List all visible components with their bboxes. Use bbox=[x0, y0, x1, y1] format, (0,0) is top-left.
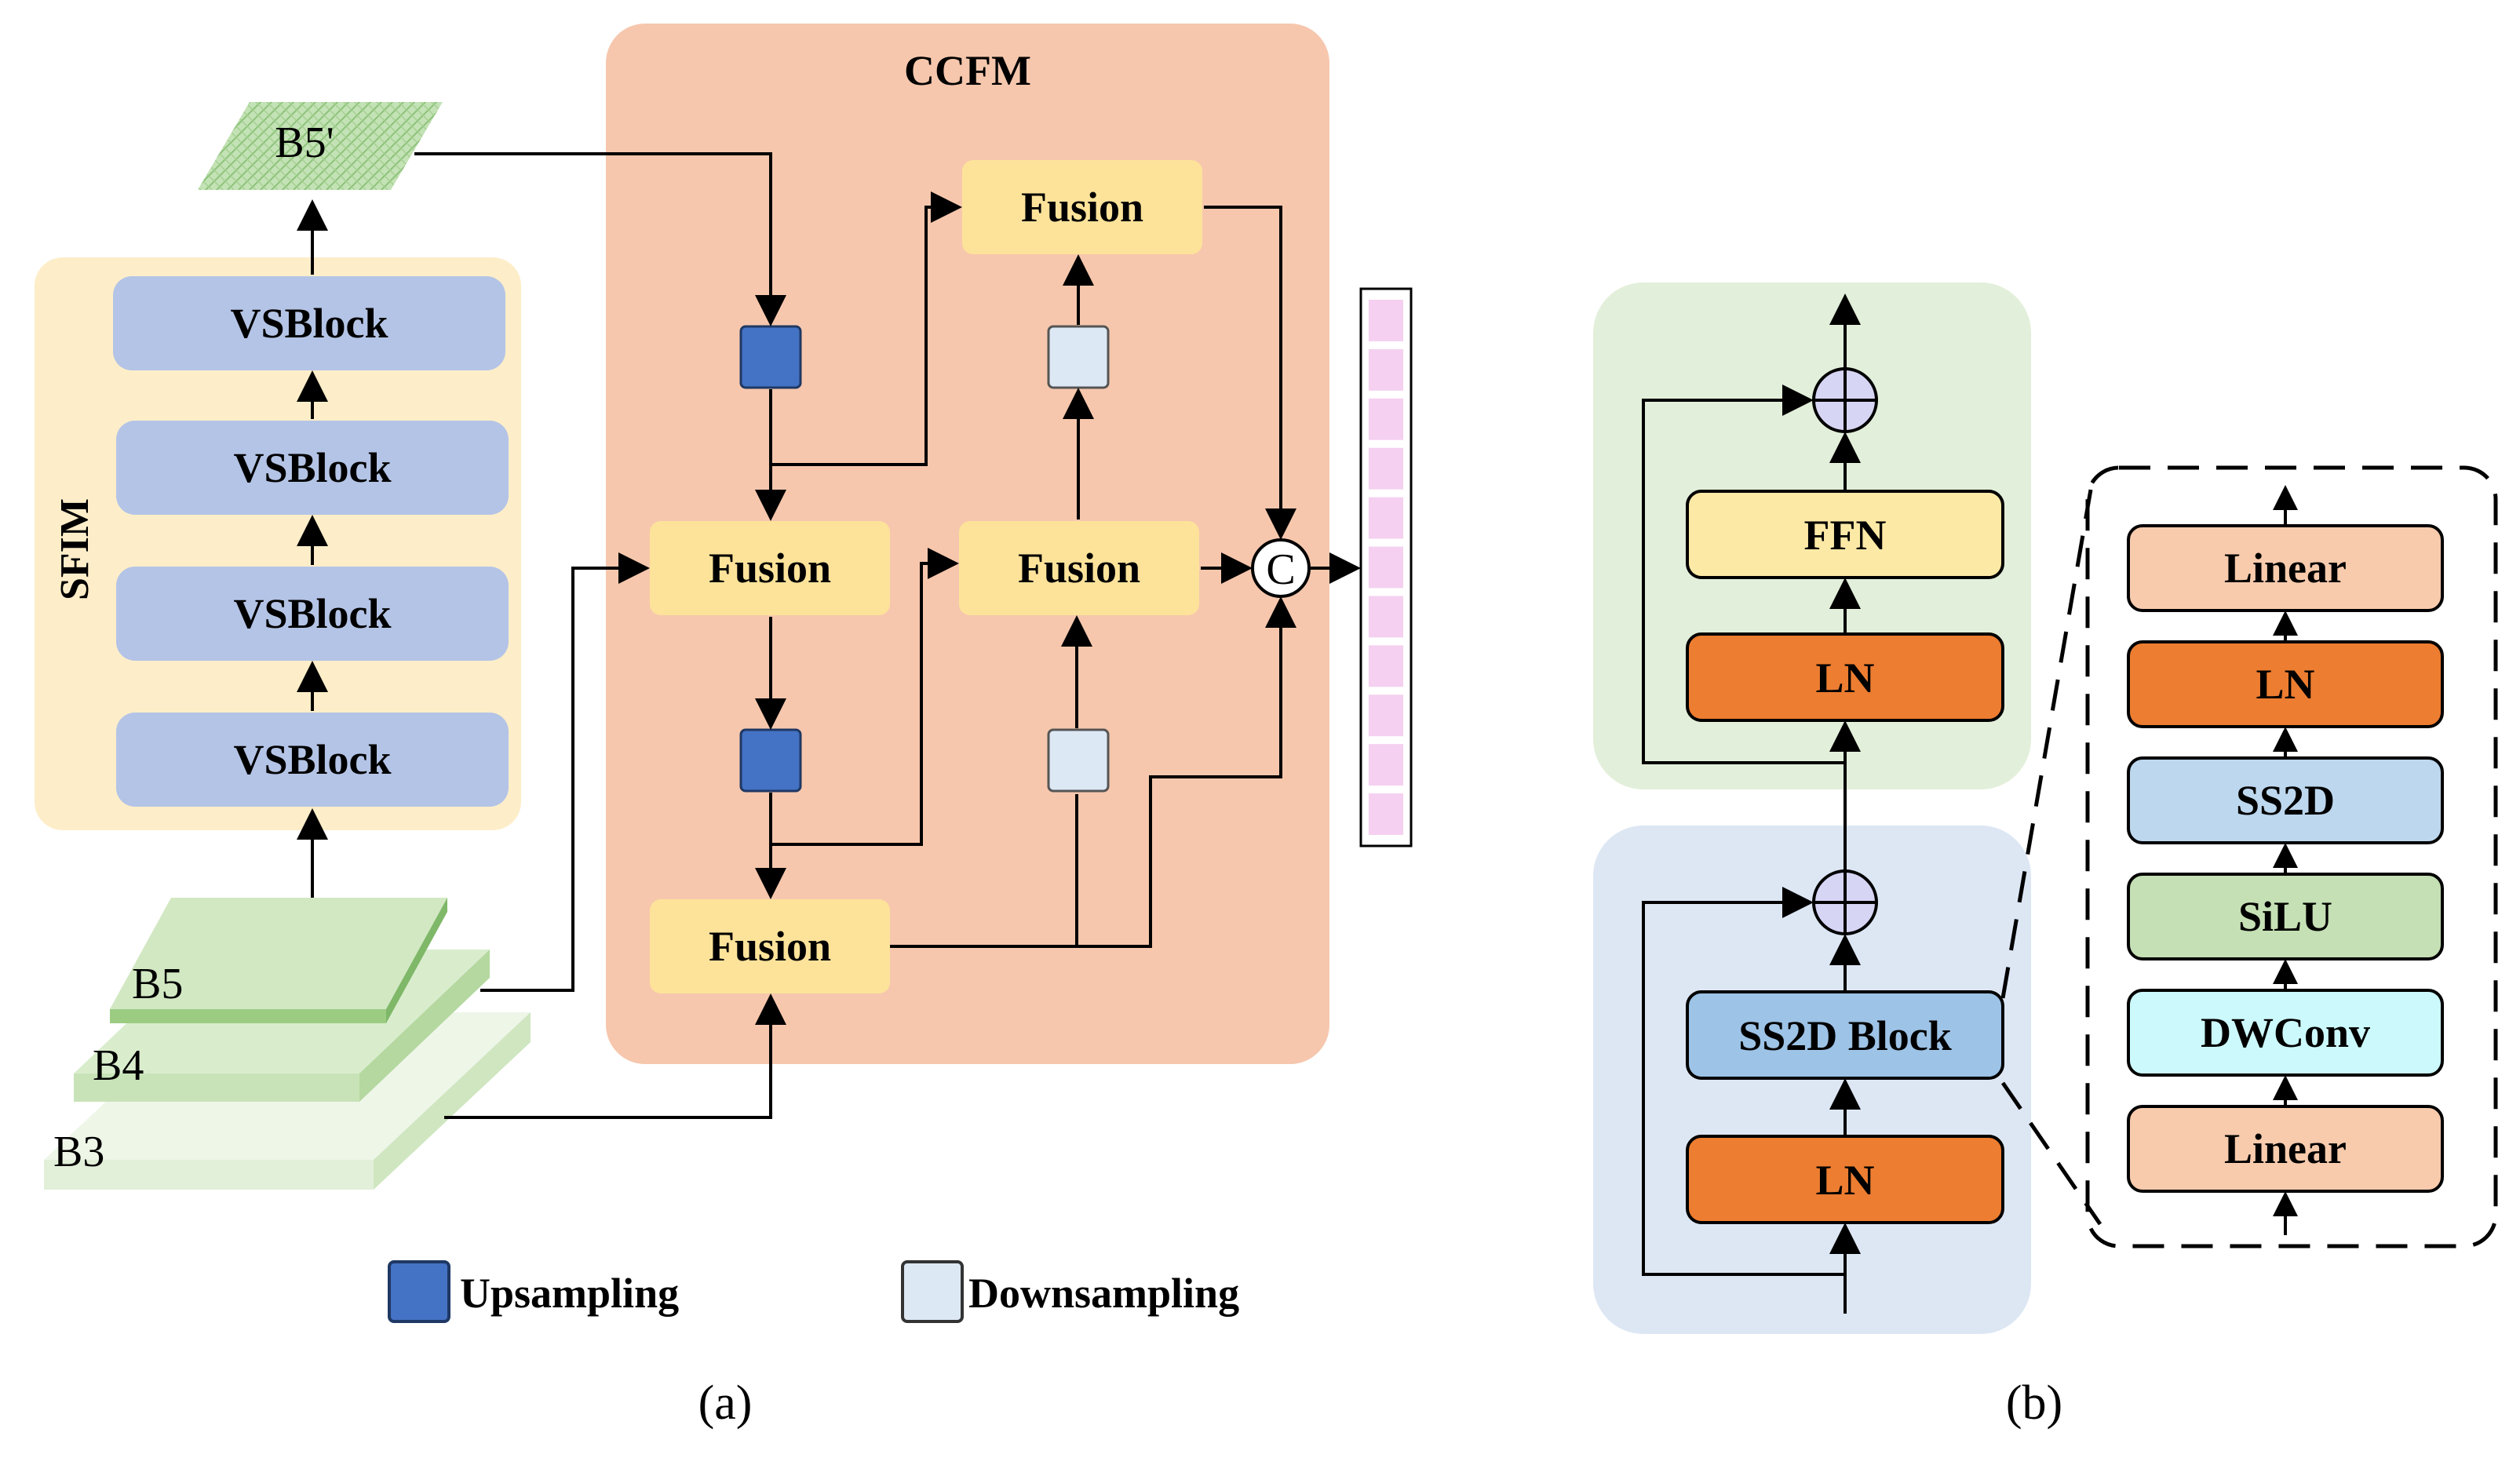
vsblock-1: VSBlock bbox=[116, 713, 509, 807]
concat-symbol: C bbox=[1266, 545, 1295, 594]
detail-ss2d: SS2D bbox=[2127, 756, 2444, 844]
b5-prime-label: B5' bbox=[275, 118, 334, 167]
legend-downsampling-swatch bbox=[901, 1260, 964, 1323]
detail-silu: SiLU bbox=[2127, 873, 2444, 960]
downsample-block-top bbox=[1047, 325, 1110, 389]
feature-cell bbox=[1369, 546, 1403, 589]
ss2d-block-label: SS2D Block bbox=[1738, 1012, 1952, 1059]
sfim-title: SFIM bbox=[53, 498, 97, 600]
b5-feature: B5 bbox=[110, 898, 447, 1023]
vsblock-label: VSBlock bbox=[233, 590, 391, 637]
feature-cell bbox=[1369, 447, 1403, 490]
add-node-top bbox=[1812, 367, 1878, 433]
upsample-block-bottom bbox=[739, 728, 802, 793]
b4-label: B4 bbox=[93, 1041, 144, 1090]
feature-cell bbox=[1369, 744, 1403, 786]
caption-a: (a) bbox=[698, 1376, 753, 1430]
detail-label: SiLU bbox=[2238, 893, 2332, 940]
detail-dwconv: DWConv bbox=[2127, 989, 2444, 1077]
vsblock-4: VSBlock bbox=[113, 276, 505, 370]
feature-cell bbox=[1369, 694, 1403, 737]
legend-upsampling-label: Upsampling bbox=[460, 1270, 679, 1317]
feature-cell bbox=[1369, 596, 1403, 638]
ffn-label: FFN bbox=[1804, 512, 1887, 559]
ln-bottom-label: LN bbox=[1815, 1157, 1874, 1204]
fusion-label: Fusion bbox=[1018, 545, 1140, 592]
feature-cell bbox=[1369, 398, 1403, 440]
output-feature-cells bbox=[1369, 300, 1403, 835]
fusion-label: Fusion bbox=[709, 545, 831, 592]
panel-a: CCFM SFIM VSBlock VSBlock VSBlock VSBloc… bbox=[35, 24, 1413, 1430]
ln-top-block: LN bbox=[1686, 632, 2004, 722]
detail-linear-bottom: Linear bbox=[2127, 1105, 2444, 1193]
fusion-label: Fusion bbox=[709, 923, 831, 970]
detail-linear-top: Linear bbox=[2127, 524, 2444, 612]
vsblock-label: VSBlock bbox=[233, 736, 391, 783]
legend-downsampling-label: Downsampling bbox=[968, 1270, 1239, 1317]
vsblock-3: VSBlock bbox=[116, 421, 509, 515]
b3-label: B3 bbox=[53, 1128, 104, 1176]
feature-cell bbox=[1369, 348, 1403, 391]
sfim-region bbox=[35, 257, 521, 830]
fusion-top: Fusion bbox=[962, 160, 1202, 254]
upsample-block-top bbox=[739, 325, 802, 389]
vsblock-label: VSBlock bbox=[233, 444, 391, 491]
vsblock-2: VSBlock bbox=[116, 567, 509, 661]
fusion-middle-left: Fusion bbox=[650, 521, 890, 615]
block-arrows bbox=[1642, 293, 1861, 1314]
b5-label: B5 bbox=[132, 960, 183, 1008]
ln-bottom-block: LN bbox=[1686, 1135, 2004, 1224]
feature-cell bbox=[1369, 497, 1403, 539]
detail-label: DWConv bbox=[2201, 1009, 2370, 1056]
detail-label: SS2D bbox=[2236, 777, 2335, 824]
detail-label: LN bbox=[2256, 661, 2314, 708]
ccfm-arrows bbox=[414, 152, 1361, 1119]
caption-b: (b) bbox=[2006, 1376, 2062, 1430]
feature-cell bbox=[1369, 793, 1403, 835]
add-node-bottom bbox=[1812, 869, 1878, 935]
ss2d-block: SS2D Block bbox=[1686, 990, 2004, 1080]
ss2d-detail-panel: Linear LN SS2D SiLU DWConv Linear bbox=[2000, 465, 2498, 1248]
feature-cell bbox=[1369, 300, 1403, 341]
legend-upsampling-swatch bbox=[388, 1260, 450, 1323]
legend: Upsampling Downsampling bbox=[388, 1260, 1239, 1323]
ffn-block: FFN bbox=[1686, 490, 2004, 579]
vsblock-label: VSBlock bbox=[230, 300, 388, 347]
concat-node: C bbox=[1251, 538, 1311, 598]
detail-label: Linear bbox=[2224, 1125, 2347, 1172]
feature-cell bbox=[1369, 645, 1403, 687]
detail-label: Linear bbox=[2224, 545, 2347, 592]
fusion-middle-right: Fusion bbox=[959, 521, 1199, 615]
ccfm-title: CCFM bbox=[904, 47, 1031, 94]
fusion-label: Fusion bbox=[1021, 184, 1143, 231]
panel-b: FFN LN SS2D Block LN bbox=[1593, 282, 2498, 1430]
downsample-block-bottom bbox=[1047, 728, 1110, 793]
detail-ln: LN bbox=[2127, 640, 2444, 728]
ln-top-label: LN bbox=[1815, 654, 1874, 702]
b5-prime-feature: B5' bbox=[198, 102, 443, 190]
fusion-bottom: Fusion bbox=[650, 899, 890, 993]
